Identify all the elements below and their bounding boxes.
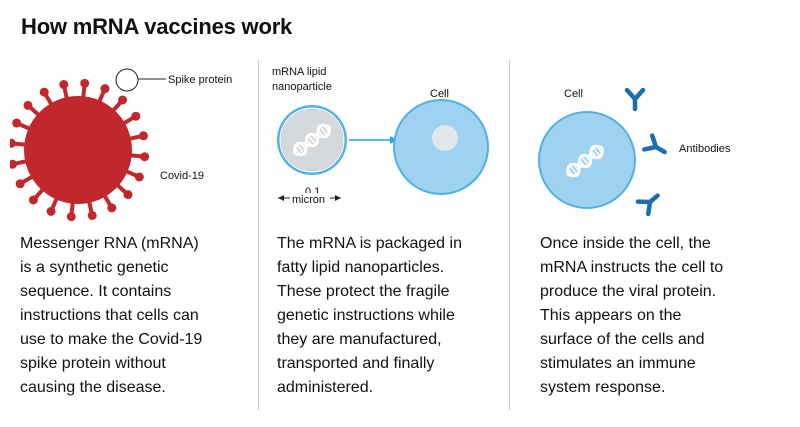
dna-icon <box>293 123 331 157</box>
covid-virus-illustration: Spike protein Covid-19 <box>10 68 232 222</box>
virus-spike-tip <box>100 84 110 94</box>
cell-label: Cell <box>564 88 583 100</box>
dna-rung <box>319 125 328 137</box>
dna-strand <box>567 147 604 178</box>
virus-spike-tip <box>39 87 49 97</box>
virus-spike-tip <box>10 138 16 148</box>
virus-spike-tip <box>28 195 38 205</box>
virus-spike-tip <box>46 206 56 216</box>
panel-1-description: Messenger RNA (mRNA) is a synthetic gene… <box>20 235 203 396</box>
nanoparticle-label-line1: mRNA lipid <box>272 66 326 78</box>
covid-19-label: Covid-19 <box>160 170 204 182</box>
divider <box>258 60 259 410</box>
immune-response-illustration: Cell Antibodies <box>538 87 731 217</box>
antibody-arm <box>635 199 653 205</box>
dna-strand <box>293 123 330 154</box>
antibody-arm <box>649 133 659 150</box>
virus-spike-tip <box>131 111 141 121</box>
scale-label-bg <box>290 193 330 204</box>
cell-label: Cell <box>430 88 449 100</box>
dna-rung <box>569 164 578 176</box>
dna-strand <box>566 144 603 175</box>
virus-spike-tip <box>134 172 144 182</box>
page-title: How mRNA vaccines work <box>21 14 293 39</box>
antibodies-label: Antibodies <box>679 143 731 155</box>
dna-icon <box>566 144 604 178</box>
dna-rung <box>580 155 590 167</box>
panel-3-description: Once inside the cell, the mRNA instructs… <box>540 235 724 396</box>
nanoparticle-illustration: mRNA lipid nanoparticle Cell 0.1 micron <box>272 66 489 206</box>
dna-rung <box>307 134 317 146</box>
size-unit-label: micron <box>292 194 325 206</box>
virus-spike-tip <box>123 190 133 200</box>
virus-spike-tip <box>59 80 69 90</box>
antibody-icon <box>624 87 646 112</box>
virus-spike-tip <box>107 203 117 213</box>
panel-2-description: The mRNA is packaged in fatty lipid nano… <box>277 235 462 396</box>
scale-arrow-left-icon <box>278 195 284 201</box>
virus-spike-tip <box>15 179 25 189</box>
divider <box>509 60 510 410</box>
virus-spike-tip <box>140 152 150 162</box>
antibody-icon <box>635 193 660 217</box>
cell-icon <box>538 111 636 209</box>
nanoparticle-label-line2: nanoparticle <box>272 81 332 93</box>
spike-protein-label: Spike protein <box>168 74 232 86</box>
virus-spike-tip <box>87 210 97 220</box>
antibody-icon <box>641 133 667 155</box>
virus-icon <box>10 78 150 222</box>
virus-spike-tip <box>10 159 18 169</box>
dna-rung <box>296 143 305 155</box>
virus-spike-tip <box>118 95 128 105</box>
antibody-arm <box>632 87 646 102</box>
virus-spike-tip <box>66 212 76 222</box>
virus-spike-tip <box>138 131 148 141</box>
cell-nucleus <box>432 125 458 151</box>
virus-spike-tip <box>23 100 33 110</box>
scale-arrow-right-icon <box>335 195 341 201</box>
dna-strand <box>294 126 331 157</box>
dna-rung <box>592 146 601 158</box>
spike-highlight-circle <box>115 68 139 92</box>
virus-spike-tip <box>80 78 90 88</box>
virus-body <box>24 96 132 204</box>
virus-spike-tip <box>12 118 22 128</box>
